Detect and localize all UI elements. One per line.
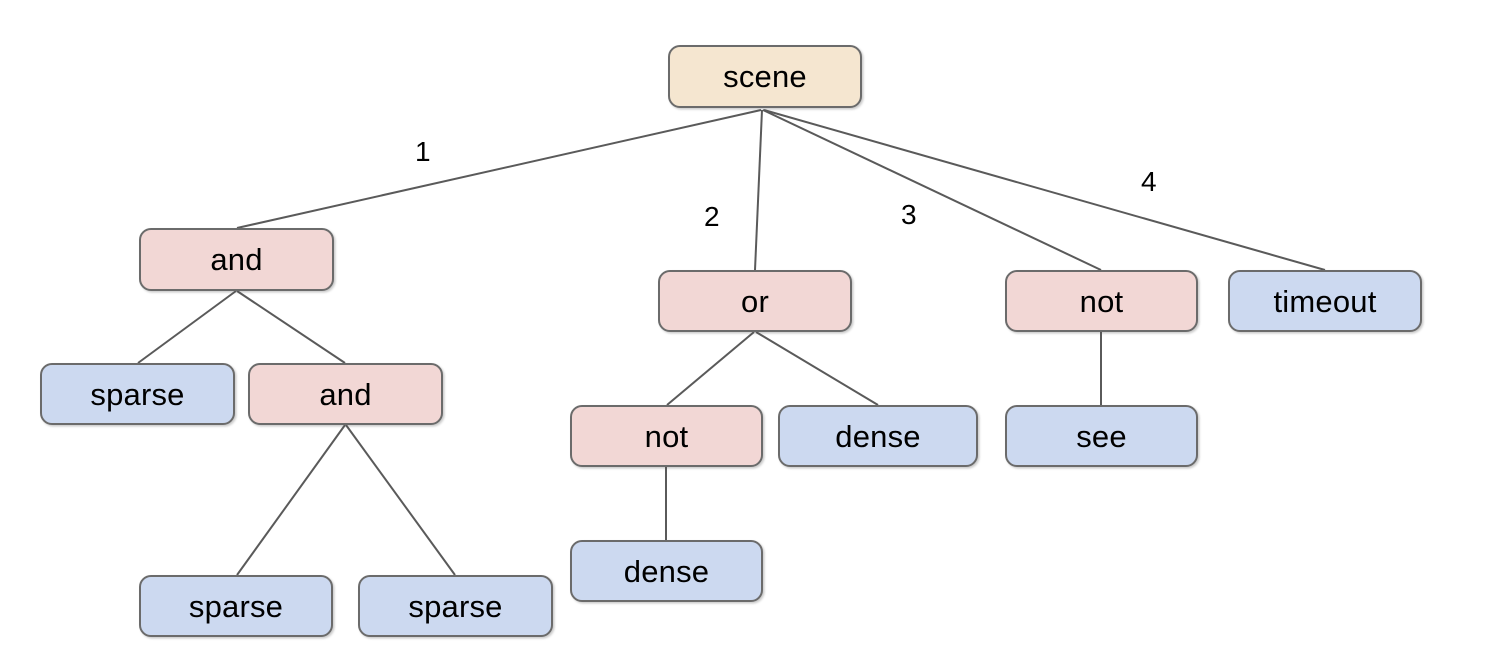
tree-node-label: not (644, 418, 689, 454)
edge-label-scene-to-or1: 2 (704, 201, 720, 232)
tree-edge (345, 424, 456, 576)
tree-node-label: sparse (408, 588, 503, 624)
edge-label-scene-to-and1: 1 (415, 136, 431, 167)
tree-node-label: not (1079, 283, 1124, 319)
tree-edge (137, 290, 237, 364)
tree-node-sparse1[interactable]: sparse (40, 363, 235, 425)
tree-node-not1[interactable]: not (1005, 270, 1198, 332)
tree-node-dense2[interactable]: dense (570, 540, 763, 602)
tree-node-label: sparse (90, 376, 185, 412)
tree-node-not2[interactable]: not (570, 405, 763, 467)
tree-node-and2[interactable]: and (248, 363, 443, 425)
tree-node-label: and (210, 242, 263, 277)
tree-node-sparse3[interactable]: sparse (358, 575, 553, 637)
tree-edge (236, 424, 346, 576)
tree-node-label: sparse (188, 588, 284, 624)
edge-label-scene-to-not1: 3 (901, 199, 917, 230)
tree-node-label: dense (623, 553, 710, 589)
tree-node-label: timeout (1273, 283, 1377, 319)
edge-label-scene-to-timeout1: 4 (1141, 166, 1157, 197)
tree-edge (236, 109, 762, 229)
tree-node-scene[interactable]: scene (668, 45, 862, 108)
tree-node-label: see (1076, 418, 1127, 454)
tree-edge (754, 109, 763, 271)
tree-node-or1[interactable]: or (658, 270, 852, 332)
tree-edge (763, 109, 1326, 271)
tree-edge (666, 331, 755, 406)
tree-node-timeout1[interactable]: timeout (1228, 270, 1422, 332)
tree-node-dense1[interactable]: dense (778, 405, 978, 467)
tree-edge (755, 331, 879, 406)
tree-edge (762, 109, 1102, 271)
tree-node-label: dense (835, 418, 921, 454)
tree-node-see1[interactable]: see (1005, 405, 1198, 467)
tree-node-and1[interactable]: and (139, 228, 334, 291)
tree-edge (236, 290, 346, 364)
tree-node-label: and (319, 376, 372, 412)
tree-node-label: scene (723, 59, 807, 94)
tree-node-label: or (741, 283, 769, 319)
tree-node-sparse2[interactable]: sparse (139, 575, 333, 637)
